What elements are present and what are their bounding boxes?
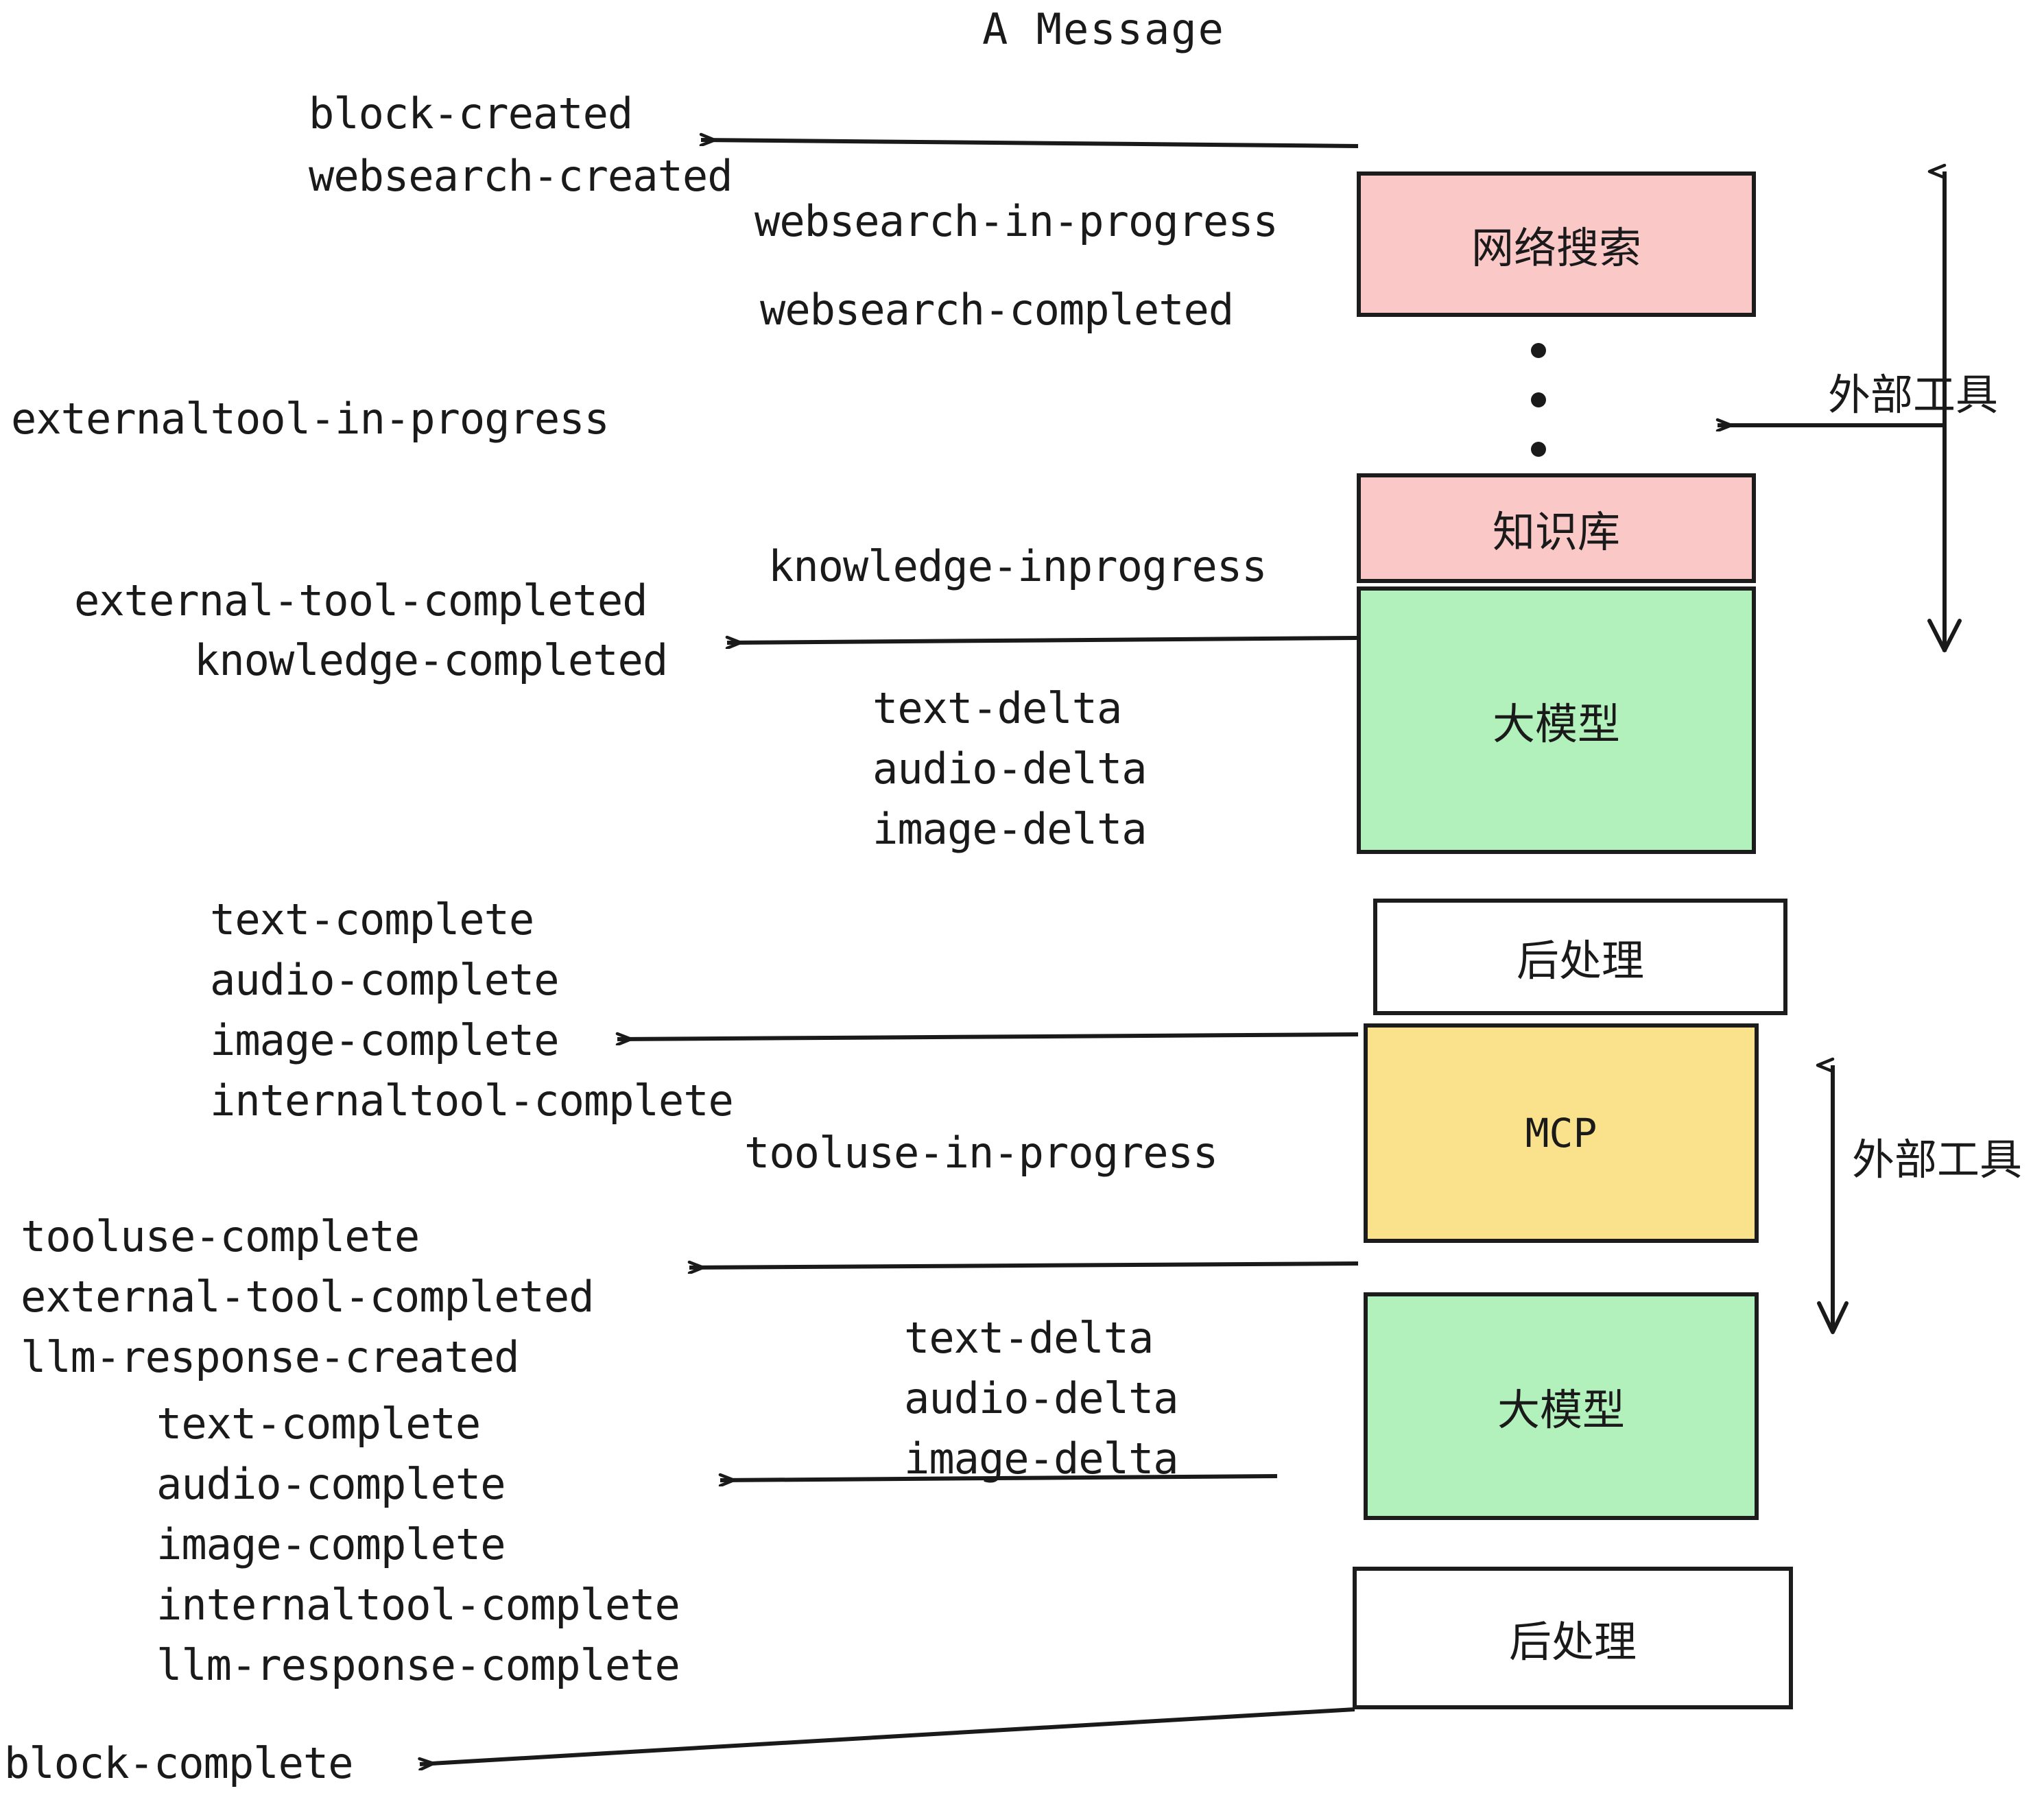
event-group-delta-upper: text-delta audio-delta image-delta — [872, 683, 1148, 868]
arrow-postprocess-to-block-complete — [420, 1707, 1355, 1764]
box-websearch-label: 网络搜索 — [1471, 223, 1641, 273]
event-audio-delta-2: audio-delta — [904, 1373, 1179, 1423]
event-text-delta-2: text-delta — [904, 1313, 1154, 1363]
box-postprocess-upper-label: 后处理 — [1516, 936, 1644, 986]
box-knowledge[interactable]: 知识库 — [1357, 473, 1756, 583]
box-llm-lower-label: 大模型 — [1497, 1385, 1625, 1435]
event-llm-response-created: llm-response-created — [21, 1332, 520, 1382]
event-image-complete-2: image-complete — [156, 1519, 506, 1569]
event-externaltool-in-progress: externaltool-in-progress — [11, 394, 610, 444]
box-llm-upper[interactable]: 大模型 — [1357, 586, 1756, 854]
box-knowledge-label: 知识库 — [1492, 507, 1620, 557]
box-postprocess-lower[interactable]: 后处理 — [1353, 1567, 1793, 1709]
box-llm-upper-label: 大模型 — [1492, 699, 1620, 749]
vertical-ellipsis-icon — [1531, 343, 1546, 491]
arrowhead-external-tool-upper-down — [1927, 619, 1962, 652]
arrow-mcp-to-tooluse-complete — [689, 1263, 1359, 1268]
event-text-complete-1: text-complete — [210, 894, 534, 945]
event-group-tooluse: tooluse-complete external-tool-completed… — [21, 1211, 595, 1397]
side-label-external-tool-lower: 外部工具 — [1852, 1135, 2023, 1185]
event-image-delta-2: image-delta — [904, 1434, 1179, 1484]
box-mcp-label: MCP — [1525, 1110, 1597, 1156]
event-internaltool-complete-1: internaltool-complete — [210, 1076, 734, 1126]
event-audio-delta-1: audio-delta — [872, 744, 1148, 794]
event-knowledge-completed: knowledge-completed — [194, 635, 668, 685]
event-audio-complete-2: audio-complete — [156, 1459, 506, 1509]
event-text-delta-1: text-delta — [872, 683, 1122, 733]
box-postprocess-upper[interactable]: 后处理 — [1373, 899, 1787, 1015]
arrow-knowledge-to-completed — [727, 638, 1357, 643]
event-group-complete-upper: text-complete audio-complete image-compl… — [210, 894, 734, 1140]
arrow-websearch-to-created — [701, 140, 1359, 148]
event-tooluse-complete: tooluse-complete — [21, 1211, 420, 1261]
event-websearch-in-progress: websearch-in-progress — [754, 196, 1279, 246]
event-internaltool-complete-2: internaltool-complete — [156, 1580, 680, 1630]
event-audio-complete-1: audio-complete — [210, 955, 560, 1005]
event-llm-response-complete: llm-response-complete — [156, 1640, 680, 1690]
ellipsis-dot — [1531, 442, 1546, 457]
event-group-complete-lower: text-complete audio-complete image-compl… — [156, 1403, 680, 1705]
ellipsis-dot — [1531, 392, 1546, 407]
event-websearch-created: websearch-created — [309, 151, 733, 201]
ellipsis-dot — [1531, 343, 1546, 358]
event-external-tool-completed-1: external-tool-completed — [74, 575, 648, 626]
arrowhead-external-tool-lower-down — [1817, 1301, 1849, 1334]
event-text-complete-2: text-complete — [156, 1399, 481, 1449]
event-tooluse-in-progress: tooluse-in-progress — [744, 1128, 1218, 1178]
box-postprocess-lower-label: 后处理 — [1508, 1617, 1637, 1667]
event-knowledge-inprogress: knowledge-inprogress — [768, 541, 1268, 591]
box-llm-lower[interactable]: 大模型 — [1364, 1292, 1759, 1520]
event-image-delta-1: image-delta — [872, 804, 1148, 854]
event-block-created: block-created — [309, 88, 633, 139]
event-group-delta-lower: text-delta audio-delta image-delta — [904, 1313, 1179, 1498]
event-websearch-completed: websearch-completed — [760, 285, 1234, 335]
event-image-complete-1: image-complete — [210, 1015, 560, 1065]
box-websearch[interactable]: 网络搜索 — [1357, 171, 1756, 317]
diagram-title: A Message — [982, 4, 1225, 54]
event-external-tool-completed-2: external-tool-completed — [21, 1272, 595, 1322]
event-block-complete: block-complete — [4, 1738, 354, 1788]
side-label-external-tool-upper: 外部工具 — [1828, 370, 1999, 420]
box-mcp[interactable]: MCP — [1364, 1023, 1759, 1243]
